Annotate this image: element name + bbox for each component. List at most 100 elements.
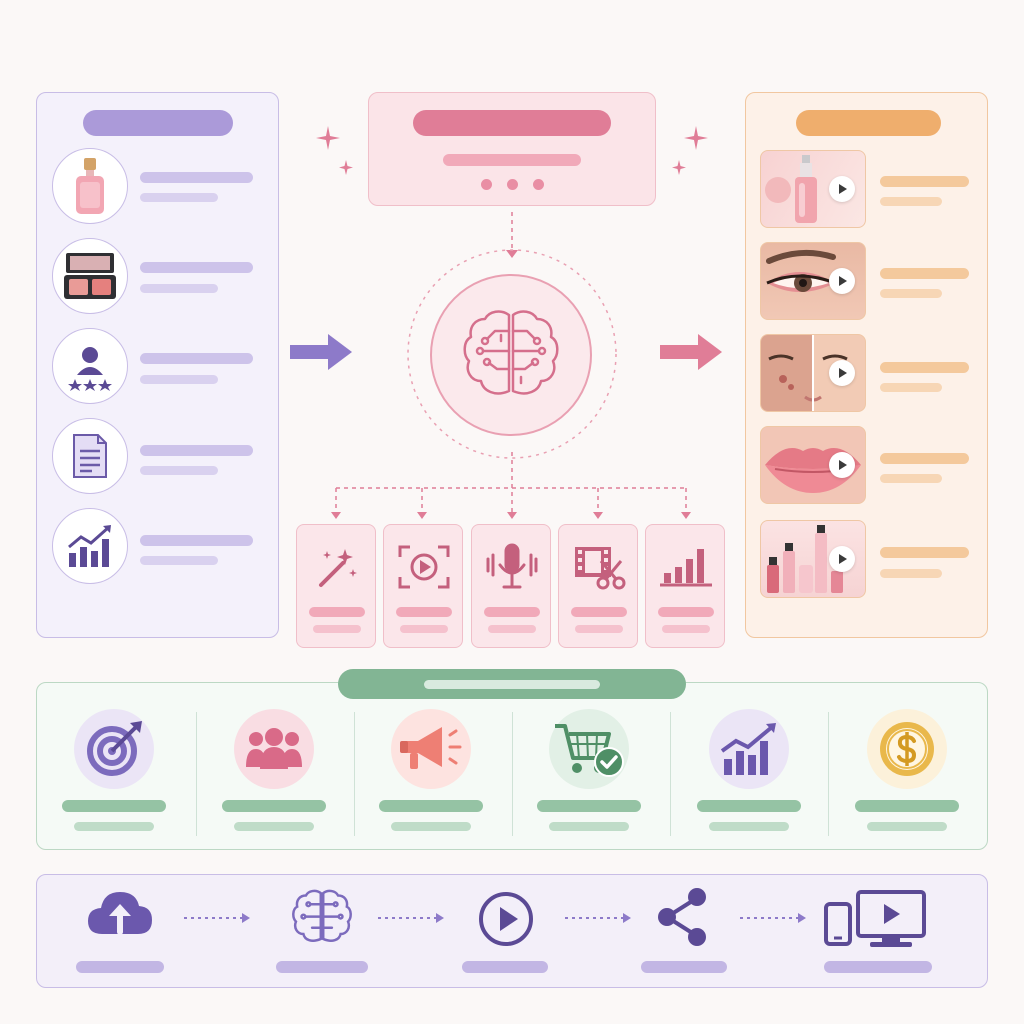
brain-icon bbox=[292, 889, 352, 942]
eye-makeup-video-thumbnail[interactable] bbox=[760, 242, 866, 320]
pipeline-arrow bbox=[565, 913, 631, 923]
input-line bbox=[140, 262, 253, 273]
benefit-line bbox=[709, 822, 789, 831]
tool-card-editing[interactable] bbox=[558, 524, 638, 648]
pipeline-label bbox=[276, 961, 368, 973]
tool-line bbox=[488, 625, 536, 633]
benefit-line bbox=[867, 822, 947, 831]
benefit-label bbox=[62, 800, 166, 812]
magic-wand-icon bbox=[319, 549, 357, 587]
audience-icon bbox=[234, 709, 314, 789]
play-button[interactable] bbox=[829, 360, 855, 386]
output-line bbox=[880, 289, 942, 298]
pipeline-label bbox=[462, 961, 548, 973]
benefit-label bbox=[697, 800, 801, 812]
document-icon bbox=[52, 418, 128, 494]
devices-icon bbox=[824, 890, 926, 947]
arrow-right-icon bbox=[290, 334, 352, 370]
sparkle-icon bbox=[316, 126, 353, 175]
pipeline-arrow bbox=[740, 913, 806, 923]
output-line bbox=[880, 362, 969, 373]
input-line bbox=[140, 353, 253, 364]
tool-line bbox=[575, 625, 623, 633]
video-edit-icon bbox=[575, 547, 626, 590]
product-lineup-thumbnail[interactable] bbox=[760, 520, 866, 598]
tool-card-analytics[interactable] bbox=[645, 524, 725, 648]
benefit-label bbox=[537, 800, 641, 812]
brain-icon bbox=[430, 274, 592, 436]
video-frame-icon bbox=[398, 545, 450, 589]
tool-line bbox=[313, 625, 361, 633]
pipeline-arrow bbox=[378, 913, 444, 923]
lips-video-thumbnail[interactable] bbox=[760, 426, 866, 504]
input-line bbox=[140, 445, 253, 456]
output-line bbox=[880, 383, 942, 392]
benefit-label bbox=[379, 800, 483, 812]
output-line bbox=[880, 474, 942, 483]
megaphone-icon bbox=[391, 709, 471, 789]
benefits-title-bar bbox=[338, 669, 686, 699]
play-button[interactable] bbox=[829, 268, 855, 294]
target-icon bbox=[74, 709, 154, 789]
output-line bbox=[880, 547, 969, 558]
shopping-cart-icon bbox=[549, 709, 629, 789]
brief-card bbox=[368, 92, 656, 206]
input-line bbox=[140, 284, 218, 293]
serum-video-thumbnail[interactable] bbox=[760, 150, 866, 228]
divider bbox=[512, 712, 513, 836]
benefit-label bbox=[222, 800, 326, 812]
bar-chart-icon bbox=[660, 549, 712, 587]
benefit-line bbox=[391, 822, 471, 831]
ai-connectors bbox=[331, 212, 691, 519]
input-line bbox=[140, 535, 253, 546]
tool-label bbox=[571, 607, 627, 617]
tool-label bbox=[309, 607, 365, 617]
play-button[interactable] bbox=[829, 176, 855, 202]
dots-icon bbox=[481, 179, 545, 191]
output-line bbox=[880, 268, 969, 279]
growth-chart-icon bbox=[52, 508, 128, 584]
growth-chart-icon bbox=[709, 709, 789, 789]
benefit-line bbox=[234, 822, 314, 831]
tool-card-voice[interactable] bbox=[471, 524, 551, 648]
benefit-label bbox=[855, 800, 959, 812]
tool-card-effects[interactable] bbox=[296, 524, 376, 648]
divider bbox=[828, 712, 829, 836]
outputs-title-bar bbox=[796, 110, 941, 136]
tool-line bbox=[400, 625, 448, 633]
tool-label bbox=[396, 607, 452, 617]
brief-title-bar bbox=[413, 110, 611, 136]
user-rating-icon bbox=[52, 328, 128, 404]
sparkle-icon bbox=[672, 126, 708, 175]
arrow-right-icon bbox=[660, 334, 722, 370]
benefit-line bbox=[549, 822, 629, 831]
input-line bbox=[140, 172, 253, 183]
share-icon bbox=[658, 888, 706, 946]
pipeline-arrow bbox=[184, 913, 250, 923]
input-line bbox=[140, 466, 218, 475]
divider bbox=[670, 712, 671, 836]
divider bbox=[354, 712, 355, 836]
pipeline-label bbox=[824, 961, 932, 973]
brief-line bbox=[443, 154, 581, 166]
skin-before-after-thumbnail[interactable] bbox=[760, 334, 866, 412]
play-button[interactable] bbox=[829, 546, 855, 572]
output-line bbox=[880, 176, 969, 187]
eyeshadow-palette-icon bbox=[52, 238, 128, 314]
benefit-line bbox=[74, 822, 154, 831]
input-line bbox=[140, 375, 218, 384]
tool-line bbox=[662, 625, 710, 633]
input-line bbox=[140, 193, 218, 202]
output-line bbox=[880, 569, 942, 578]
pipeline-label bbox=[641, 961, 727, 973]
serum-bottle-icon bbox=[52, 148, 128, 224]
play-icon bbox=[479, 892, 533, 946]
microphone-icon bbox=[486, 543, 538, 589]
tool-label bbox=[658, 607, 714, 617]
divider bbox=[196, 712, 197, 836]
tool-card-video[interactable] bbox=[383, 524, 463, 648]
play-button[interactable] bbox=[829, 452, 855, 478]
inputs-title-bar bbox=[83, 110, 233, 136]
output-line bbox=[880, 453, 969, 464]
input-line bbox=[140, 556, 218, 565]
